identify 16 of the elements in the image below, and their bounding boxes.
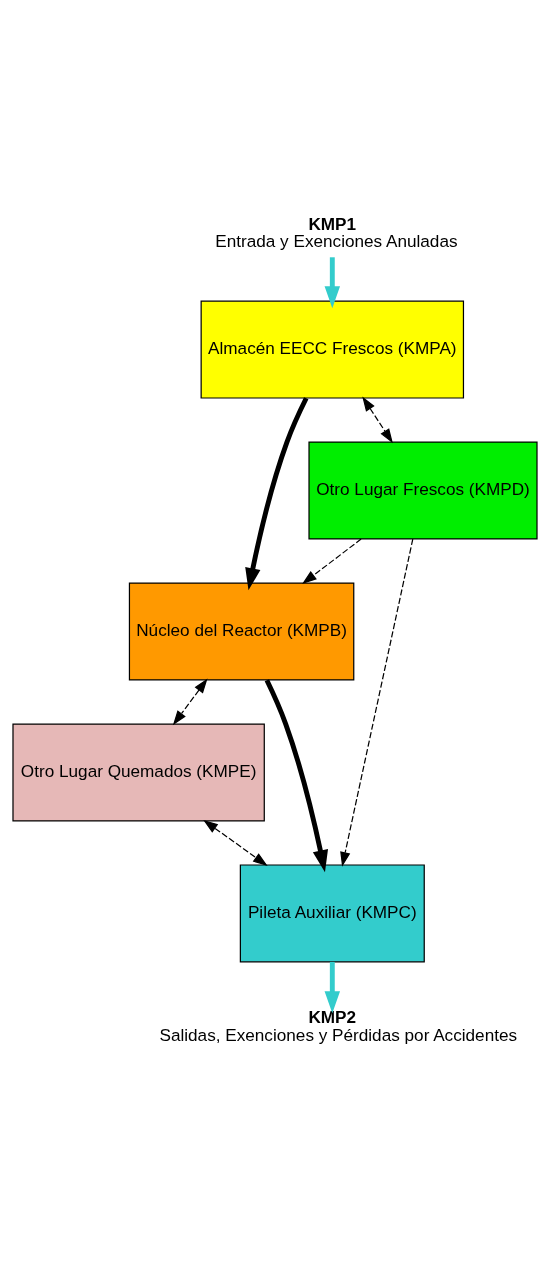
arrow bbox=[362, 396, 393, 444]
arrow bbox=[172, 678, 208, 726]
node-box: Otro Lugar Quemados (KMPE) bbox=[12, 723, 265, 822]
node-text: KMP1 Entrada y Exenciones Anuladas bbox=[215, 214, 458, 252]
arrow bbox=[245, 397, 309, 591]
node-box: Núcleo del Reactor (KMPB) bbox=[128, 582, 355, 681]
arrow bbox=[302, 538, 362, 585]
arrow bbox=[324, 961, 341, 1014]
arrow bbox=[203, 819, 268, 866]
arrow bbox=[264, 679, 329, 873]
node-box: Almacén EECC Frescos (KMPA) bbox=[200, 300, 465, 399]
node-box: Pileta Auxiliar (KMPC) bbox=[239, 864, 425, 963]
node-text: KMP2 Salidas, Exenciones y Pérdidas por Accidentes bbox=[159, 1007, 518, 1045]
arrow bbox=[340, 538, 414, 867]
node-box: Otro Lugar Frescos (KMPD) bbox=[308, 441, 538, 540]
arrow bbox=[324, 257, 341, 309]
